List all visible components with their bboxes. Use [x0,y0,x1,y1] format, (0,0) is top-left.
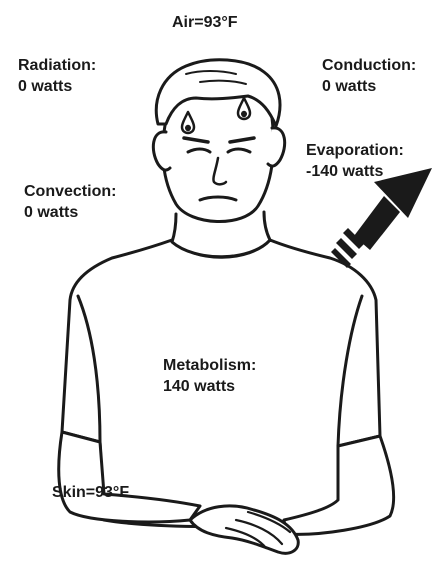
radiation-label: Radiation: 0 watts [18,55,96,97]
conduction-value: 0 watts [322,76,416,97]
conduction-title: Conduction: [322,55,416,76]
metabolism-label: Metabolism: 140 watts [163,355,256,397]
head [153,118,284,222]
metabolism-value: 140 watts [163,376,256,397]
evaporation-value: -140 watts [306,161,404,182]
skin-temperature-label: Skin=93°F [52,482,129,503]
evaporation-label: Evaporation: -140 watts [306,140,404,182]
conduction-label: Conduction: 0 watts [322,55,416,97]
convection-label: Convection: 0 watts [24,181,116,223]
heat-loss-arrow-icon [331,168,432,268]
hair [156,60,280,126]
convection-title: Convection: [24,181,116,202]
radiation-value: 0 watts [18,76,96,97]
air-temperature-label: Air=93°F [172,12,238,33]
evaporation-title: Evaporation: [306,140,404,161]
radiation-title: Radiation: [18,55,96,76]
convection-value: 0 watts [24,202,116,223]
metabolism-title: Metabolism: [163,355,256,376]
